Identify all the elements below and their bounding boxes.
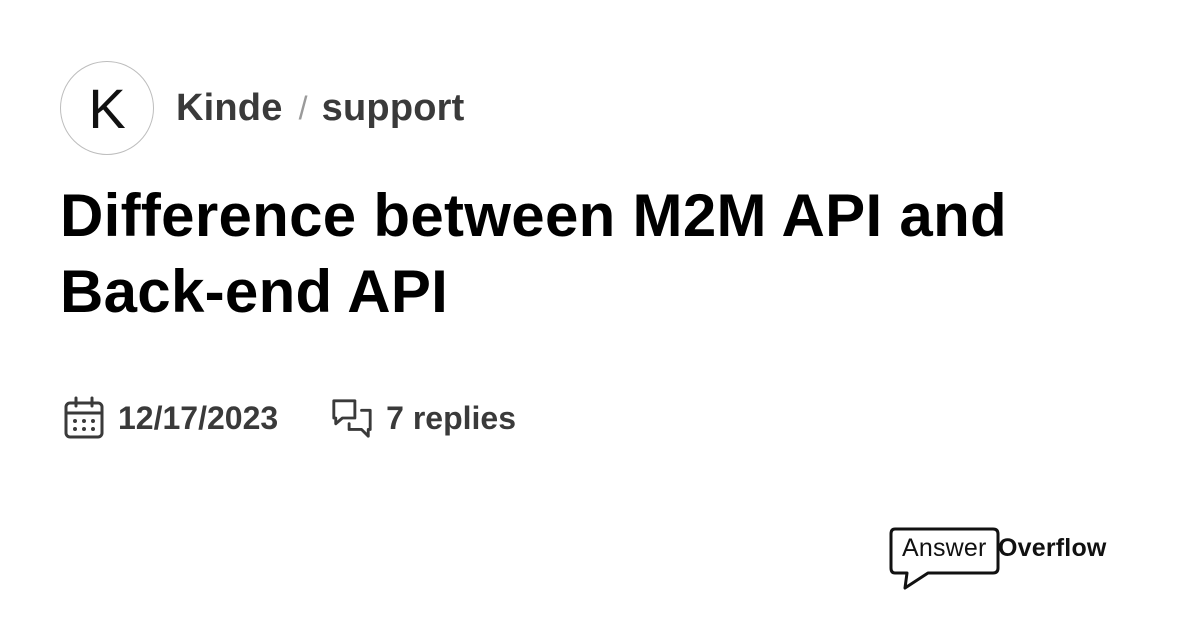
thread-replies: 7 replies: [330, 396, 516, 440]
breadcrumb-separator: /: [298, 89, 308, 126]
thread-date: 12/17/2023: [62, 396, 278, 440]
logo-overflow-text: Overflow: [998, 534, 1107, 562]
chat-bubbles-icon: [330, 396, 374, 440]
thread-meta: 12/17/2023 7 replies: [62, 394, 516, 442]
server-avatar-letter: K: [88, 77, 126, 140]
thread-title: Difference between M2M API and Back-end …: [60, 182, 1007, 325]
breadcrumb: Kinde / support: [176, 87, 464, 130]
answer-overflow-logo: Answer Overflow: [888, 524, 1107, 594]
server-name: Kinde: [176, 86, 283, 129]
server-avatar: K: [60, 61, 154, 155]
calendar-icon: [62, 396, 106, 440]
thread-date-text: 12/17/2023: [118, 399, 279, 436]
logo-answer-text: Answer: [902, 534, 987, 562]
channel-header: K Kinde / support: [60, 60, 464, 156]
logo-bubble: Answer: [888, 524, 1000, 590]
channel-name: support: [321, 86, 465, 129]
thread-replies-text: 7 replies: [386, 399, 517, 436]
